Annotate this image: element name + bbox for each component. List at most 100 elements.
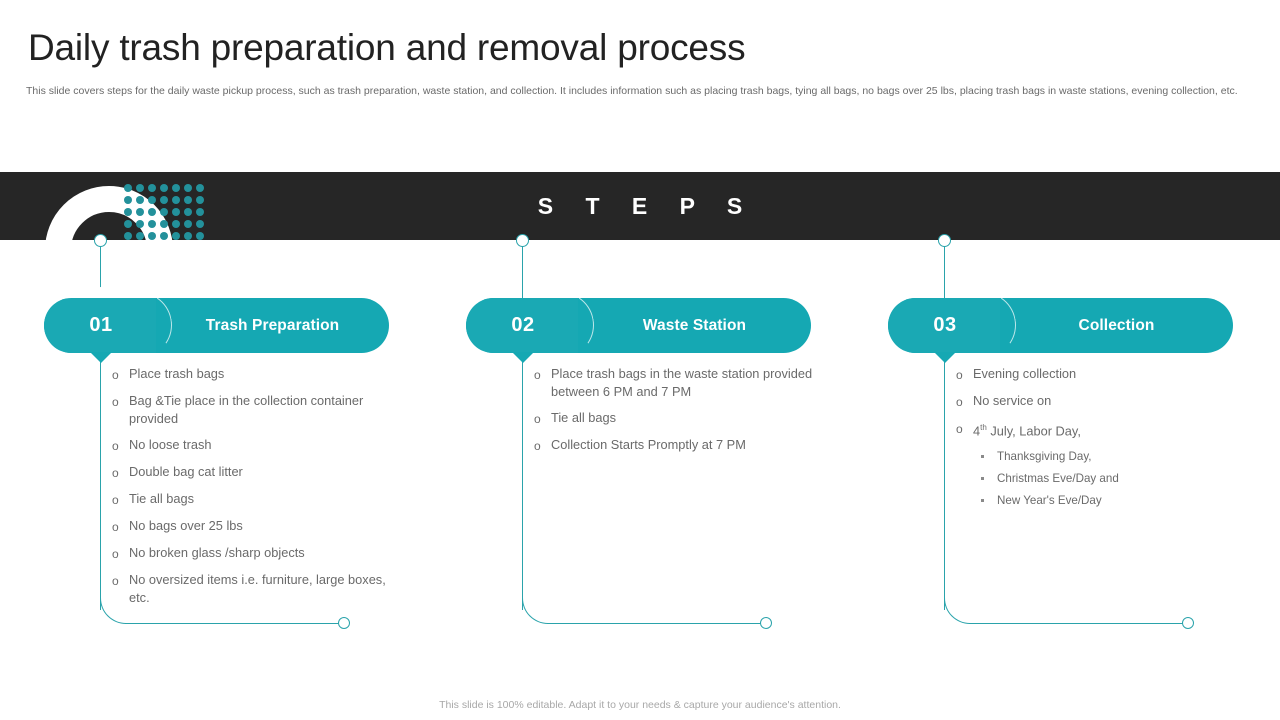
list-item-text: No oversized items i.e. furniture, large… — [129, 572, 386, 605]
grid-dot-icon — [136, 220, 144, 228]
grid-dot-icon — [172, 232, 180, 240]
connector-stem — [522, 240, 523, 610]
list-item: o Tie all bags — [112, 490, 402, 509]
grid-dot-icon — [196, 208, 204, 216]
sub-list-item-text: New Year's Eve/Day — [997, 494, 1102, 508]
grid-dot-icon — [136, 196, 144, 204]
step-bullet-list-2: o Place trash bags in the waste station p… — [534, 365, 824, 463]
sub-list-item: New Year's Eve/Day — [981, 492, 1246, 509]
grid-dot-icon — [124, 184, 132, 192]
grid-dot-icon — [196, 232, 204, 240]
grid-dot-icon — [184, 196, 192, 204]
bullet-circle-icon: o — [112, 368, 119, 382]
connector-baseline — [969, 623, 1184, 624]
list-item-text: Place trash bags in the waste station pr… — [551, 366, 813, 399]
grid-dot-icon — [124, 196, 132, 204]
list-item: o No oversized items i.e. furniture, larg… — [112, 571, 402, 607]
list-item-text: Place trash bags — [129, 366, 225, 381]
sub-list-item: Thanksgiving Day, — [981, 448, 1246, 465]
step-label-1: Trash Preparation — [205, 316, 340, 334]
grid-dot-icon — [148, 220, 156, 228]
bullet-square-icon — [981, 470, 997, 481]
list-item-text: Bag &Tie place in the collection contain… — [129, 393, 364, 426]
list-item: o Double bag cat litter — [112, 463, 402, 482]
list-item: o No bags over 25 lbs — [112, 517, 402, 536]
grid-dot-icon — [196, 220, 204, 228]
grid-dot-icon — [196, 196, 204, 204]
grid-dot-icon — [184, 232, 192, 240]
list-item-text: Double bag cat litter — [129, 464, 243, 479]
pill-notch-icon — [512, 352, 534, 363]
step-number-badge-3: 03 — [888, 298, 1000, 353]
grid-dot-icon — [172, 196, 180, 204]
connector-elbow — [944, 598, 970, 624]
grid-dot-icon — [148, 184, 156, 192]
list-item: o Evening collection — [956, 365, 1246, 384]
footer-note: This slide is 100% editable. Adapt it to… — [439, 699, 841, 711]
grid-dot-icon — [172, 208, 180, 216]
sub-list-item-text: Christmas Eve/Day and — [997, 472, 1119, 486]
bullet-circle-icon: o — [534, 439, 541, 453]
bullet-circle-icon: o — [112, 395, 119, 409]
connector-elbow — [522, 598, 548, 624]
grid-dot-icon — [160, 196, 168, 204]
bullet-circle-icon: o — [112, 439, 119, 453]
bullet-square-icon — [981, 492, 997, 503]
connector-top-dot-icon — [516, 234, 529, 247]
step-number-1: 01 — [89, 314, 113, 336]
bullet-circle-icon: o — [956, 368, 963, 382]
connector-stem — [944, 240, 945, 610]
list-item: o No service on — [956, 392, 1246, 411]
connector-end-dot-icon — [338, 617, 350, 629]
grid-dot-icon — [124, 232, 132, 240]
list-item-text: Collection Starts Promptly at 7 PM — [551, 437, 746, 452]
bullet-circle-icon: o — [956, 395, 963, 409]
list-item-text: No loose trash — [129, 437, 212, 452]
grid-dot-icon — [196, 184, 204, 192]
grid-dot-icon — [136, 184, 144, 192]
connector-top-dot-icon — [94, 234, 107, 247]
list-item-text: Evening collection — [973, 366, 1077, 381]
bullet-circle-icon: o — [534, 412, 541, 426]
grid-dot-icon — [184, 220, 192, 228]
list-item-text: No service on — [973, 393, 1052, 408]
step-number-2: 02 — [511, 314, 535, 336]
connector-baseline — [125, 623, 340, 624]
dot-grid-decoration — [124, 184, 204, 240]
grid-dot-icon — [172, 220, 180, 228]
step-number-badge-2: 02 — [466, 298, 578, 353]
grid-dot-icon — [148, 208, 156, 216]
list-item-text: Tie all bags — [129, 491, 194, 506]
page-subtitle: This slide covers steps for the daily wa… — [26, 85, 1238, 97]
grid-dot-icon — [160, 184, 168, 192]
bullet-circle-icon: o — [112, 574, 119, 588]
grid-dot-icon — [136, 232, 144, 240]
list-item: o Place trash bags — [112, 365, 402, 384]
grid-dot-icon — [124, 220, 132, 228]
grid-dot-icon — [172, 184, 180, 192]
list-item: o Collection Starts Promptly at 7 PM — [534, 436, 824, 455]
list-item-text: No bags over 25 lbs — [129, 518, 243, 533]
sub-list-item-text: Thanksgiving Day, — [997, 450, 1092, 464]
step-number-badge-1: 01 — [44, 298, 156, 353]
bullet-circle-icon: o — [112, 520, 119, 534]
banner-title: S T E P S — [537, 192, 756, 219]
steps-banner: S T E P S — [0, 172, 1280, 240]
connector-stem — [100, 240, 101, 610]
bullet-square-icon — [981, 448, 997, 459]
connector-baseline — [547, 623, 762, 624]
step-label-2: Waste Station — [642, 316, 747, 334]
bullet-circle-icon: o — [112, 466, 119, 480]
bullet-circle-icon: o — [112, 493, 119, 507]
connector-top-dot-icon — [938, 234, 951, 247]
connector-end-dot-icon — [1182, 617, 1194, 629]
sub-list-item: Christmas Eve/Day and — [981, 470, 1246, 487]
bullet-circle-icon: o — [112, 547, 119, 561]
grid-dot-icon — [184, 208, 192, 216]
step-number-3: 03 — [933, 314, 957, 336]
